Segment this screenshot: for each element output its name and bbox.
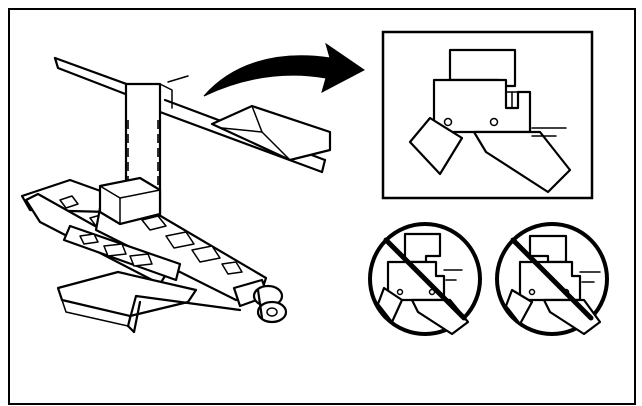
scissor-jack [20,176,288,334]
main-illustration [20,56,332,334]
detail-wrong-2 [495,222,609,336]
vehicle-sill [53,56,332,174]
detail-wrong-1 [368,222,482,336]
detail-correct [381,30,594,200]
callout-arrow [203,42,365,97]
